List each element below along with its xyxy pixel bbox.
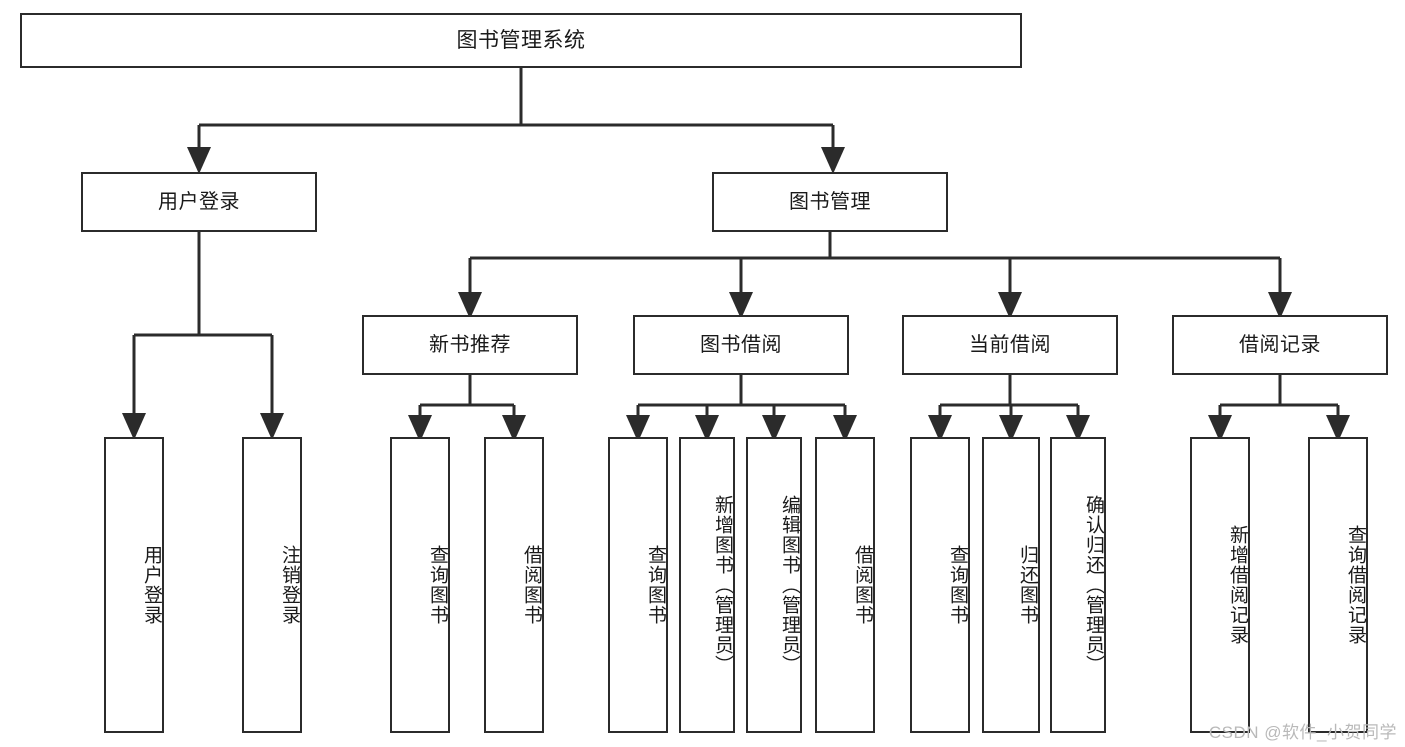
leaf-logout-label: 注销登录	[279, 545, 300, 625]
leaf-add-record-label: 新增借阅记录	[1227, 525, 1248, 645]
node-book-manage[interactable]: 图书管理	[712, 172, 948, 232]
node-current-borrow-label: 当前借阅	[969, 334, 1051, 356]
leaf-query-book-3[interactable]: 查询图书	[910, 437, 970, 733]
leaf-borrow-book-2[interactable]: 借阅图书	[815, 437, 875, 733]
leaf-edit-book-label: 编辑图书（管理员）	[779, 495, 800, 675]
node-root[interactable]: 图书管理系统	[20, 13, 1022, 68]
leaf-query-book-1-label: 查询图书	[427, 545, 448, 625]
leaf-borrow-book-1[interactable]: 借阅图书	[484, 437, 544, 733]
watermark: CSDN @软件_小贺同学	[1208, 723, 1397, 742]
leaf-confirm-return-label: 确认归还（管理员）	[1083, 495, 1104, 675]
node-book-manage-label: 图书管理	[789, 191, 871, 213]
leaf-borrow-book-1-label: 借阅图书	[521, 545, 542, 625]
leaf-query-record[interactable]: 查询借阅记录	[1308, 437, 1368, 733]
leaf-query-book-3-label: 查询图书	[947, 545, 968, 625]
leaf-confirm-return[interactable]: 确认归还（管理员）	[1050, 437, 1106, 733]
leaf-add-record[interactable]: 新增借阅记录	[1190, 437, 1250, 733]
leaf-logout[interactable]: 注销登录	[242, 437, 302, 733]
node-new-book-recommend-label: 新书推荐	[429, 334, 511, 356]
leaf-query-record-label: 查询借阅记录	[1345, 525, 1366, 645]
leaf-return-book[interactable]: 归还图书	[982, 437, 1040, 733]
node-borrow-record[interactable]: 借阅记录	[1172, 315, 1388, 375]
leaf-add-book-label: 新增图书（管理员）	[712, 495, 733, 675]
node-borrow-record-label: 借阅记录	[1239, 334, 1321, 356]
node-book-borrow[interactable]: 图书借阅	[633, 315, 849, 375]
node-book-borrow-label: 图书借阅	[700, 334, 782, 356]
leaf-add-book[interactable]: 新增图书（管理员）	[679, 437, 735, 733]
node-new-book-recommend[interactable]: 新书推荐	[362, 315, 578, 375]
node-user-login-label: 用户登录	[158, 191, 240, 213]
leaf-query-book-2-label: 查询图书	[645, 545, 666, 625]
node-root-label: 图书管理系统	[456, 28, 586, 52]
node-current-borrow[interactable]: 当前借阅	[902, 315, 1118, 375]
leaf-user-login[interactable]: 用户登录	[104, 437, 164, 733]
leaf-borrow-book-2-label: 借阅图书	[852, 545, 873, 625]
node-user-login[interactable]: 用户登录	[81, 172, 317, 232]
leaf-return-book-label: 归还图书	[1017, 545, 1038, 625]
leaf-user-login-label: 用户登录	[141, 545, 162, 625]
leaf-query-book-2[interactable]: 查询图书	[608, 437, 668, 733]
leaf-query-book-1[interactable]: 查询图书	[390, 437, 450, 733]
leaf-edit-book[interactable]: 编辑图书（管理员）	[746, 437, 802, 733]
